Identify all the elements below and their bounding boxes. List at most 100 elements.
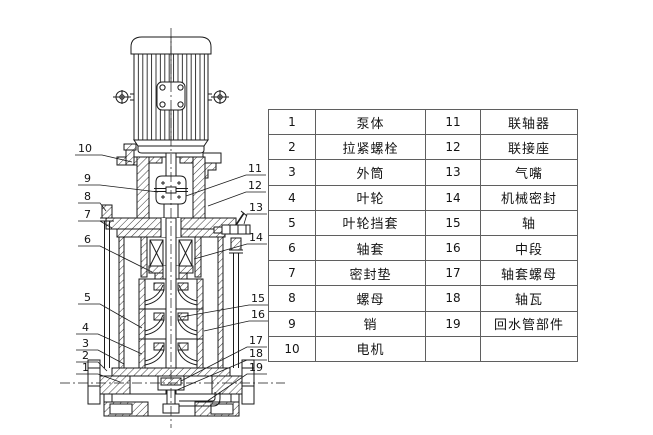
part-name: 轴瓦 [480,285,578,312]
part-name: 气嘴 [480,159,578,186]
callout-4: 4 [76,321,143,355]
callout-14: 14 [193,231,267,260]
part-number: 17 [425,260,481,287]
part-name: 回水管部件 [480,310,578,337]
svg-text:1: 1 [82,361,89,374]
svg-text:10: 10 [78,142,92,155]
callout-2: 2 [76,349,108,372]
lantern-wall-left [136,156,150,219]
part-number: 3 [268,159,316,186]
table-row: 4 叶轮 14 机械密封 [268,184,578,211]
tie-rod-left [100,204,114,368]
part-name: 拉紧螺栓 [315,134,426,161]
eye-bolt-right [208,90,229,104]
callout-13: 13 [243,201,267,225]
table-row: 1 泵体 11 联轴器 [268,108,578,136]
part-name: 轴套 [315,234,426,262]
callout-10: 10 [75,142,133,163]
part-name: 螺母 [315,285,426,312]
svg-text:13: 13 [249,201,263,214]
tie-rod-right [229,237,243,368]
table-row: 8 螺母 18 轴瓦 [268,285,578,312]
part-name: 销 [315,310,426,337]
callout-11: 11 [185,162,266,197]
part-number: 14 [425,184,481,211]
svg-text:11: 11 [248,162,262,175]
stool-right-tab [202,152,222,164]
parts-table: 1 泵体 11 联轴器 2 拉紧螺栓 12 联接座 3 外筒 13 气嘴 4 叶… [268,108,578,363]
callout-9: 9 [78,172,159,193]
part-number [425,335,481,363]
lantern-wall-right [192,156,206,219]
callout-6: 6 [78,233,153,273]
part-name: 联轴器 [480,108,578,136]
part-number: 1 [268,108,316,136]
suction-flange-left [87,359,101,405]
callout-15: 15 [180,292,269,318]
part-name: 叶轮 [315,184,426,211]
impeller-stage-1 [144,282,198,306]
part-name: 联接座 [480,134,578,161]
svg-text:6: 6 [84,233,91,246]
part-name: 外筒 [315,159,426,186]
svg-text:12: 12 [248,179,262,192]
svg-text:4: 4 [82,321,89,334]
callout-18: 18 [176,347,267,391]
part-number: 19 [425,310,481,337]
part-number: 4 [268,184,316,211]
impeller-stage-3 [144,342,198,366]
part-number: 6 [268,234,316,262]
callout-1: 1 [76,361,121,383]
part-number: 5 [268,209,316,236]
part-name: 叶轮挡套 [315,209,426,236]
svg-text:3: 3 [82,337,89,350]
callout-5: 5 [78,291,143,329]
svg-text:15: 15 [251,292,265,305]
callout-19: 19 [205,361,267,403]
svg-text:2: 2 [82,349,89,362]
motor-bolt [122,143,139,166]
part-name: 轴 [480,209,578,236]
part-number: 18 [425,285,481,312]
svg-text:16: 16 [251,308,265,321]
air-valve [213,210,251,235]
callout-17: 17 [180,334,267,382]
part-number: 13 [425,159,481,186]
part-number: 15 [425,209,481,236]
return-pipe [179,392,221,407]
part-number: 16 [425,234,481,262]
callout-8: 8 [78,190,107,212]
part-number: 7 [268,260,316,287]
table-row: 3 外筒 13 气嘴 [268,159,578,186]
callout-16: 16 [203,308,269,332]
part-number: 9 [268,310,316,337]
callout-3: 3 [76,337,125,365]
part-name: 轴套螺母 [480,260,578,287]
part-name: 中段 [480,234,578,262]
part-number: 2 [268,134,316,161]
part-name: 电机 [315,335,426,363]
table-row: 9 销 19 回水管部件 [268,310,578,337]
parts-list: 1 泵体 11 联轴器 2 拉紧螺栓 12 联接座 3 外筒 13 气嘴 4 叶… [268,108,578,363]
callout-12: 12 [207,179,266,207]
callout-7: 7 [78,208,113,229]
table-row: 10 电机 [268,335,578,363]
svg-text:9: 9 [84,172,91,185]
part-name [480,335,578,363]
eye-bolt-left [113,90,134,104]
svg-text:8: 8 [84,190,91,203]
table-row: 6 轴套 16 中段 [268,234,578,262]
part-number: 12 [425,134,481,161]
part-name: 机械密封 [480,184,578,211]
svg-text:17: 17 [249,334,263,347]
table-row: 5 叶轮挡套 15 轴 [268,209,578,236]
table-row: 2 拉紧螺栓 12 联接座 [268,134,578,161]
part-number: 8 [268,285,316,312]
svg-text:7: 7 [84,208,91,221]
svg-text:5: 5 [84,291,91,304]
table-row: 7 密封垫 17 轴套螺母 [268,260,578,287]
part-name: 泵体 [315,108,426,136]
svg-text:14: 14 [249,231,263,244]
